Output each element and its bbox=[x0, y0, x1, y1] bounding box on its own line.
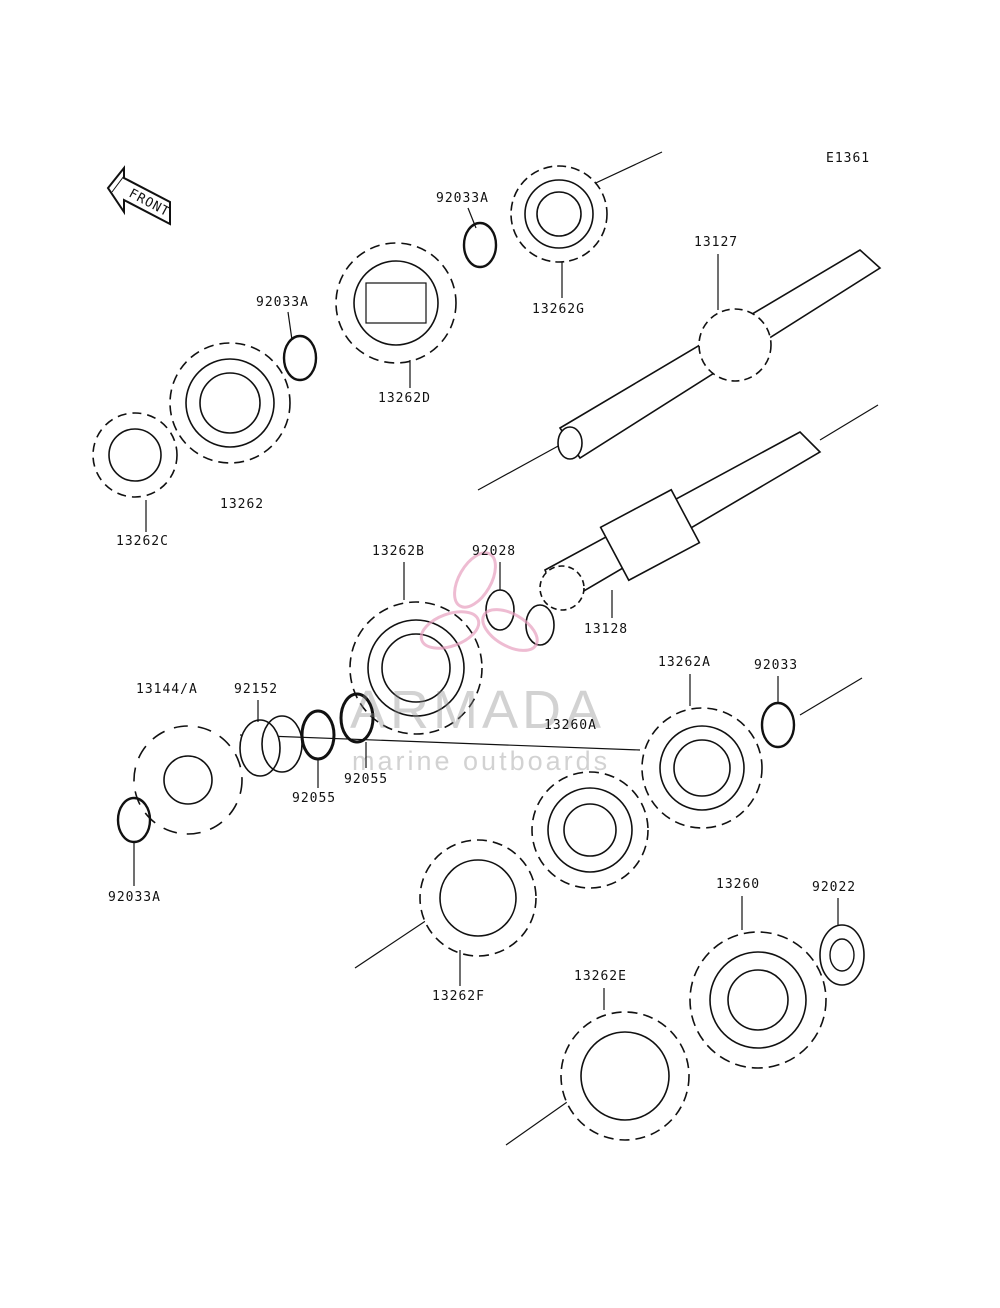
circlip-icon bbox=[116, 796, 152, 844]
o-ring-icon bbox=[339, 692, 375, 744]
gear-icon bbox=[531, 771, 649, 889]
part-number-label: 13262A bbox=[658, 655, 711, 670]
gear-icon bbox=[169, 342, 291, 464]
part-number-label: 13262D bbox=[378, 391, 431, 406]
part-number-label: 13128 bbox=[584, 622, 628, 637]
diagram-id: E1361 bbox=[826, 151, 870, 166]
leader-line bbox=[287, 311, 293, 341]
circlip-icon bbox=[282, 334, 318, 382]
watermark: ARMADA marine outboards bbox=[350, 551, 610, 776]
part-number-label: 92152 bbox=[234, 682, 278, 697]
part-number-label: 92033A bbox=[436, 191, 489, 206]
circlip-icon bbox=[462, 221, 498, 269]
propeller-logo-icon bbox=[419, 551, 539, 652]
part-number-label: 92055 bbox=[344, 772, 388, 787]
gear-icon bbox=[689, 931, 827, 1069]
part-number-label: 92022 bbox=[812, 880, 856, 895]
part-number-label: 13262B bbox=[372, 544, 425, 559]
shaft-icon bbox=[557, 249, 882, 460]
gear-icon bbox=[419, 839, 537, 957]
part-number-label: 92033A bbox=[108, 890, 161, 905]
front-arrow-icon: FRONT bbox=[106, 165, 172, 226]
part-number-label: 13262F bbox=[432, 989, 485, 1004]
gear-icon bbox=[335, 242, 457, 364]
part-number-label: 92033A bbox=[256, 295, 309, 310]
watermark-tagline: marine outboards bbox=[352, 746, 610, 776]
part-number-label: 13262E bbox=[574, 969, 627, 984]
gear-icon bbox=[641, 707, 763, 829]
sprocket-icon bbox=[133, 725, 243, 835]
part-number-label: 92055 bbox=[292, 791, 336, 806]
washer-icon bbox=[819, 924, 865, 986]
gear-icon bbox=[349, 601, 483, 735]
gear-icon bbox=[560, 1011, 690, 1141]
part-number-label: 13127 bbox=[694, 235, 738, 250]
part-labels: 92033A 13262G 13127 92033A 13262D 13262 13262C… bbox=[108, 191, 856, 1010]
circlip-icon bbox=[760, 701, 796, 749]
part-number-label: 92033 bbox=[754, 658, 798, 673]
gear-icon bbox=[510, 165, 608, 263]
collar-icon bbox=[239, 715, 303, 777]
part-number-label: 13262 bbox=[220, 497, 264, 512]
watermark-brand: ARMADA bbox=[350, 680, 605, 740]
part-number-label: 13144/A bbox=[136, 682, 198, 697]
part-number-label: 13262G bbox=[532, 302, 585, 317]
gear-icon bbox=[92, 412, 178, 498]
o-ring-icon bbox=[300, 709, 336, 761]
part-number-label: 13262C bbox=[116, 534, 169, 549]
shaft-icon bbox=[539, 431, 822, 611]
part-number-label: 92028 bbox=[472, 544, 516, 559]
part-number-label: 13260A bbox=[544, 718, 597, 733]
part-number-label: 13260 bbox=[716, 877, 760, 892]
leader-line bbox=[467, 207, 477, 229]
